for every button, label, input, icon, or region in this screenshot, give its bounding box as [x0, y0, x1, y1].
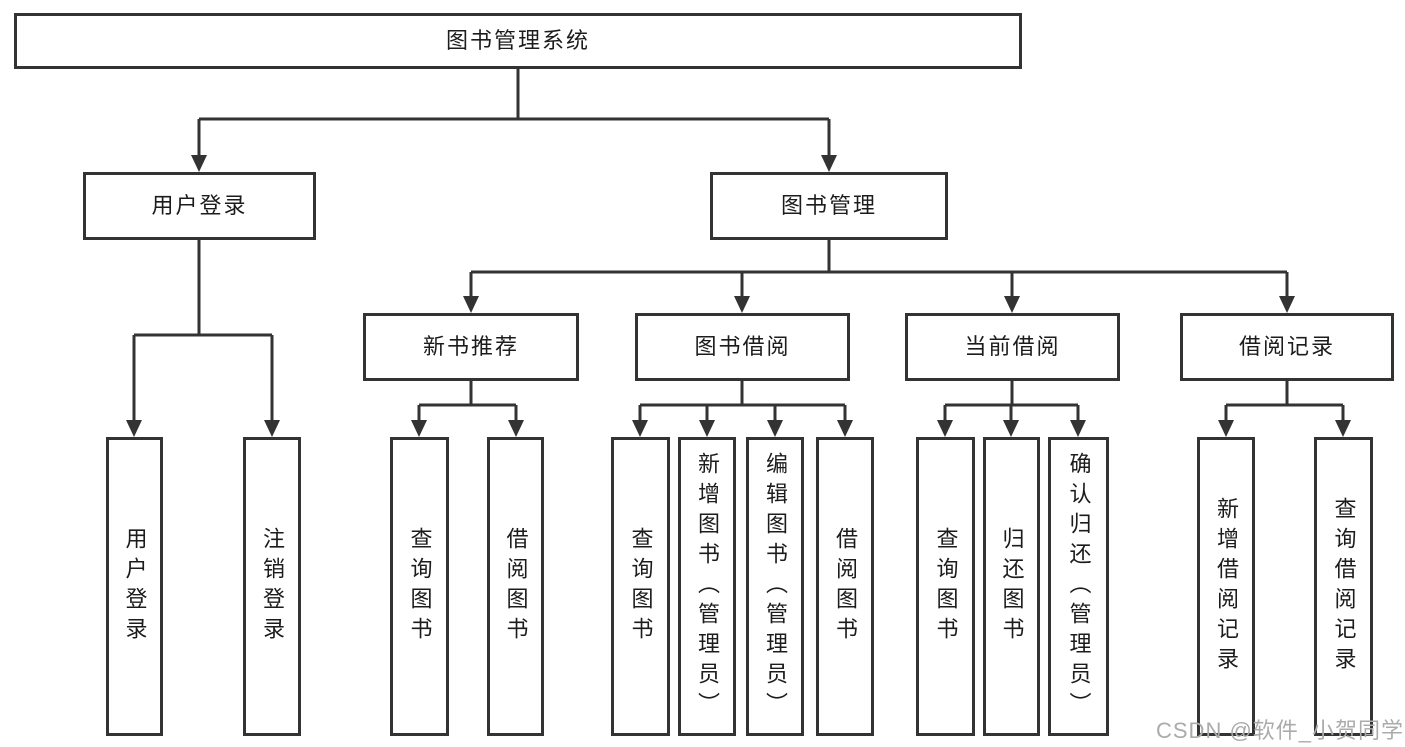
leaf-borrow-books-2: 借阅图书 — [816, 437, 874, 736]
arrowhead-icon — [191, 155, 207, 172]
node-root-label: 图书管理系统 — [445, 28, 590, 53]
leaf-add-book-admin-label: 新增图书（管理员） — [695, 451, 720, 722]
node-borrow-records-label: 借阅记录 — [1238, 334, 1335, 359]
node-root: 图书管理系统 — [14, 13, 1022, 69]
leaf-query-books-3-label: 查询图书 — [933, 526, 959, 647]
node-book-borrow-label: 图书借阅 — [694, 334, 791, 359]
leaf-logout-label: 注销登录 — [260, 526, 285, 647]
arrowhead-icon — [126, 420, 142, 437]
arrowhead-icon — [767, 420, 783, 437]
arrowhead-icon — [264, 420, 280, 437]
leaf-edit-book-admin-label: 编辑图书（管理员） — [763, 451, 788, 722]
arrowhead-icon — [1003, 420, 1019, 437]
arrowhead-icon — [821, 155, 837, 172]
leaf-borrow-books-1: 借阅图书 — [487, 437, 544, 736]
node-book-management: 图书管理 — [710, 172, 948, 240]
node-current-borrow: 当前借阅 — [905, 313, 1120, 381]
arrowhead-icon — [632, 420, 648, 437]
arrowhead-icon — [1070, 420, 1086, 437]
leaf-return-book: 归还图书 — [983, 437, 1040, 736]
arrowhead-icon — [837, 420, 853, 437]
arrowhead-icon — [508, 420, 524, 437]
leaf-query-books-3: 查询图书 — [916, 437, 975, 736]
leaf-return-book-label: 归还图书 — [999, 526, 1025, 647]
node-new-book-recommend: 新书推荐 — [363, 313, 579, 381]
leaf-query-books-2: 查询图书 — [611, 437, 670, 736]
leaf-query-books-1-label: 查询图书 — [407, 526, 433, 647]
leaf-add-borrow-record: 新增借阅记录 — [1197, 437, 1255, 736]
node-book-management-label: 图书管理 — [780, 193, 877, 218]
arrowhead-icon — [411, 420, 427, 437]
leaf-query-borrow-record: 查询借阅记录 — [1314, 437, 1373, 736]
node-new-book-recommend-label: 新书推荐 — [422, 334, 519, 359]
arrowhead-icon — [1218, 420, 1234, 437]
leaf-query-borrow-record-label: 查询借阅记录 — [1331, 496, 1357, 677]
node-book-borrow: 图书借阅 — [635, 313, 850, 381]
leaf-user-login-label: 用户登录 — [122, 526, 148, 647]
arrowhead-icon — [699, 420, 715, 437]
leaf-borrow-books-2-label: 借阅图书 — [833, 526, 858, 647]
leaf-confirm-return-admin: 确认归还（管理员） — [1048, 437, 1109, 736]
arrowhead-icon — [1279, 296, 1295, 313]
leaf-add-book-admin: 新增图书（管理员） — [678, 437, 736, 736]
node-user-login-label: 用户登录 — [151, 193, 248, 218]
arrowhead-icon — [1335, 420, 1351, 437]
arrowhead-icon — [463, 296, 479, 313]
arrowhead-icon — [937, 420, 953, 437]
leaf-add-borrow-record-label: 新增借阅记录 — [1214, 496, 1239, 677]
arrowhead-icon — [1004, 296, 1020, 313]
arrowhead-icon — [734, 296, 750, 313]
watermark-text: CSDN @软件_小贺同学 — [1156, 718, 1405, 743]
node-borrow-records: 借阅记录 — [1180, 313, 1394, 381]
leaf-query-books-1: 查询图书 — [390, 437, 449, 736]
leaf-logout: 注销登录 — [243, 437, 301, 736]
leaf-query-books-2-label: 查询图书 — [628, 526, 654, 647]
node-user-login: 用户登录 — [83, 172, 316, 240]
leaf-user-login: 用户登录 — [106, 437, 163, 736]
leaf-edit-book-admin: 编辑图书（管理员） — [746, 437, 804, 736]
node-current-borrow-label: 当前借阅 — [964, 334, 1061, 359]
leaf-borrow-books-1-label: 借阅图书 — [503, 526, 529, 647]
leaf-confirm-return-admin-label: 确认归还（管理员） — [1066, 451, 1092, 722]
